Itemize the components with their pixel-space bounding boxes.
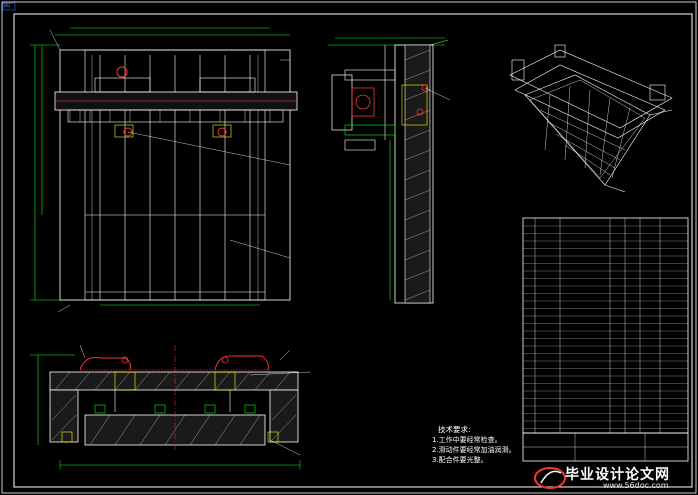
side-view (328, 37, 451, 304)
corner-marker (2, 2, 16, 11)
sheet-inner-border (13, 13, 693, 488)
corner-tag: 8Q (4, 3, 11, 9)
front-view (30, 27, 298, 313)
tech-req-item-3: 3.配合件要光整。 (432, 456, 488, 464)
tech-req-title: 技术要求: (438, 425, 471, 434)
section-view (30, 344, 311, 470)
isometric-view (509, 44, 673, 193)
watermark-title: 毕业设计论文网 (565, 467, 670, 483)
tech-req-item-2: 2.滑动件要经常加油润滑。 (432, 446, 516, 454)
watermark: 毕业设计论文网 www.56doc.com (533, 463, 693, 491)
watermark-url: www.56doc.com (603, 481, 669, 490)
tech-req-item-1: 1.工作中要经常检查。 (432, 436, 502, 444)
watermark-logo-icon (534, 467, 566, 489)
parts-list-table (522, 217, 689, 462)
technical-requirements: 技术要求: 1.工作中要经常检查。 2.滑动件要经常加油润滑。 3.配合件要光整… (432, 425, 516, 465)
